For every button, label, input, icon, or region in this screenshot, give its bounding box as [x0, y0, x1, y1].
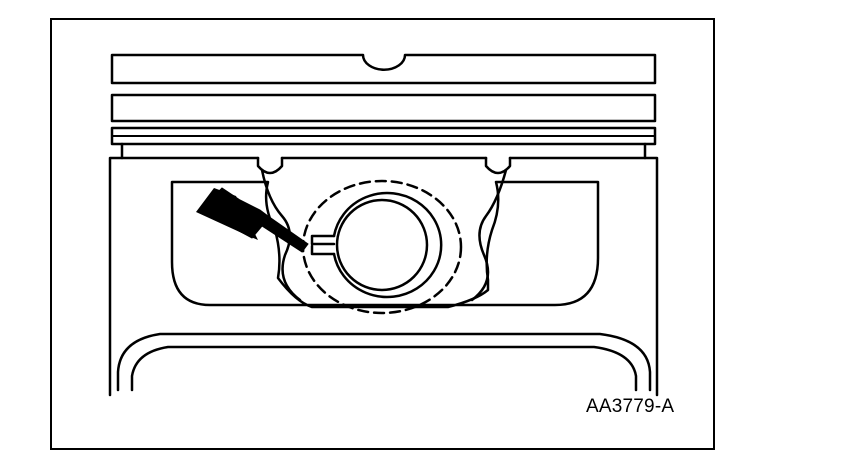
boss-contour-right	[470, 168, 508, 302]
clip-notch	[310, 234, 336, 256]
figure-code-label: AA3779-A	[586, 396, 675, 417]
ring-land-upper	[110, 93, 657, 123]
pointer-arrow-head-icon	[196, 188, 258, 240]
piston-skirt	[108, 156, 659, 397]
ring-neck	[120, 142, 647, 160]
pin-bore-inner	[335, 198, 429, 292]
pin-bore	[332, 191, 443, 299]
skirt-slot-left	[256, 156, 284, 175]
piston-crown	[110, 53, 657, 85]
skirt-bottom-arch-outer	[116, 332, 652, 392]
skirt-slot-right	[484, 156, 512, 175]
skirt-bottom-arch-inner	[130, 345, 638, 392]
diagram-frame	[50, 18, 715, 450]
